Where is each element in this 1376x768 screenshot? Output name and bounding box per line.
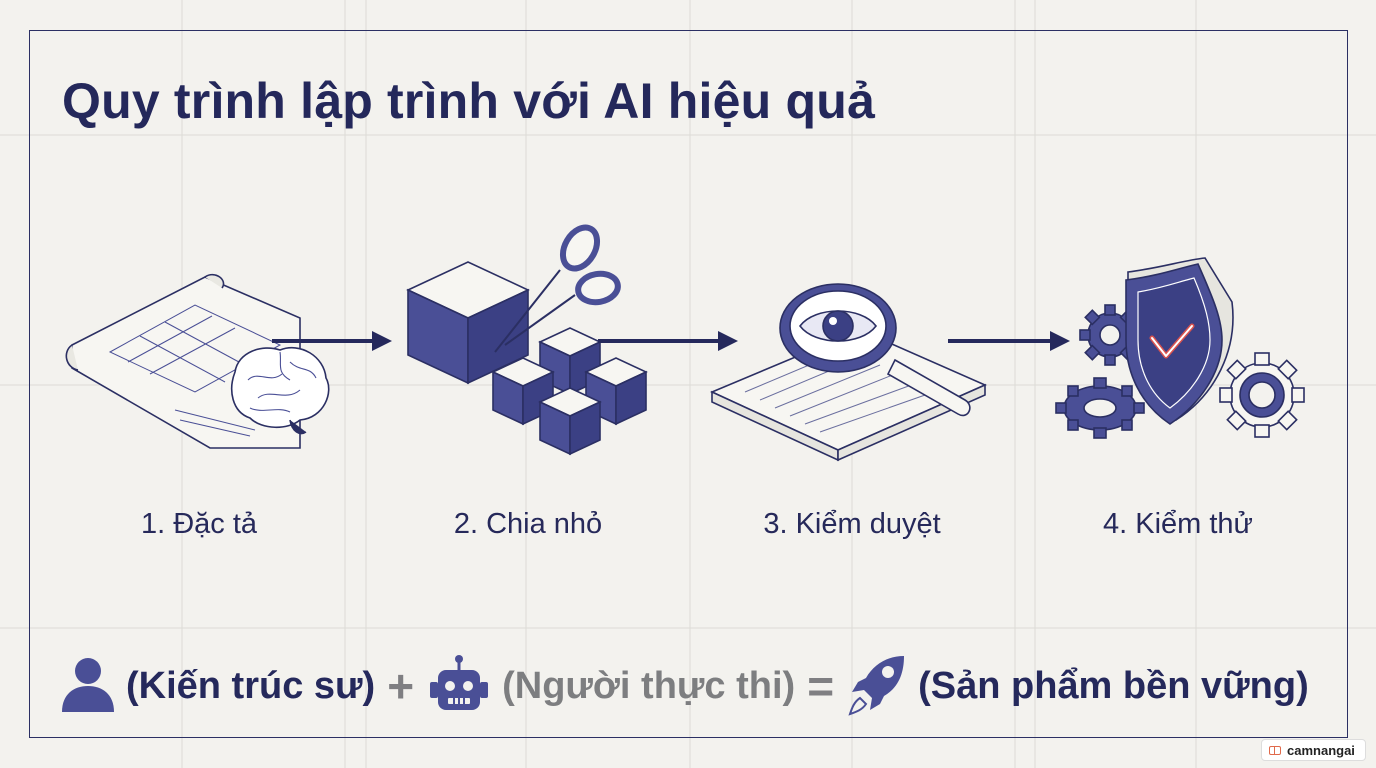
robot-icon: [426, 654, 492, 719]
watermark-text: camnangai: [1287, 742, 1355, 758]
shield-gears-icon: [1055, 257, 1305, 439]
product-term: (Sản phẩm bền vững): [918, 664, 1309, 707]
watermark-badge: camnangai: [1261, 739, 1366, 761]
page-title: Quy trình lập trình với AI hiệu quả: [62, 73, 875, 129]
step-label-2: 2. Chia nhỏ: [453, 508, 603, 540]
equals-operator: =: [807, 660, 835, 712]
magnifier-eye-icon: [710, 283, 987, 462]
step-label-3: 3. Kiểm duyệt: [763, 508, 941, 540]
step-label-1: 1. Đặc tả: [140, 508, 258, 540]
formula-row: (Kiến trúc sư) + (Người thực thi) = (Sản…: [60, 650, 1340, 722]
camnangai-logo-icon: [1269, 745, 1281, 755]
architect-term: (Kiến trúc sư): [126, 664, 376, 707]
step-label-4: 4. Kiểm thử: [1103, 508, 1253, 540]
executor-term: (Người thực thi): [502, 664, 796, 707]
diagram-frame: [29, 30, 1348, 738]
cubes-scissors-icon: [406, 224, 648, 456]
plus-operator: +: [387, 660, 415, 712]
person-icon: [60, 654, 116, 719]
rocket-icon: [846, 652, 908, 721]
blueprint-brain-icon: [65, 273, 330, 449]
